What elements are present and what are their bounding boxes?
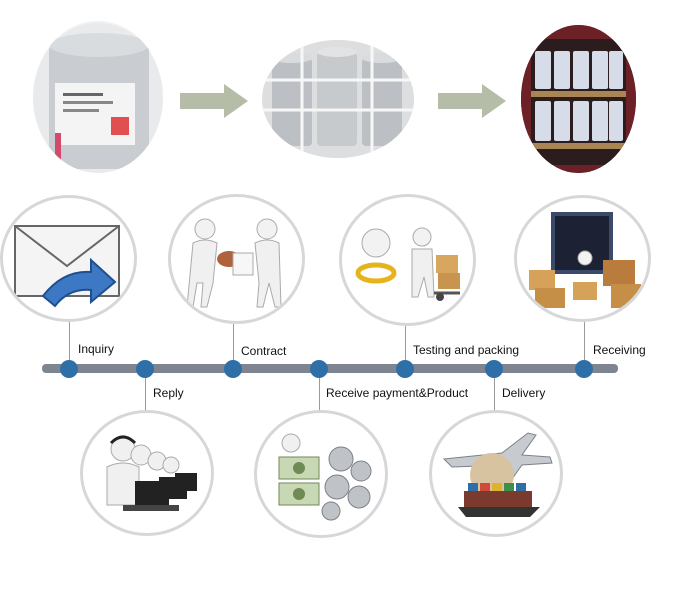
reply-node <box>136 360 154 378</box>
arrow-right-icon <box>438 84 508 118</box>
delivery-node <box>485 360 503 378</box>
inspection-cart-icon <box>355 227 460 301</box>
drum-photo <box>33 21 163 173</box>
payment-label: Receive payment&Product <box>326 386 469 400</box>
delivery-stem <box>494 373 495 411</box>
reply-stem <box>145 373 146 411</box>
testing-stem <box>405 326 406 364</box>
receiving-node <box>575 360 593 378</box>
receiving-label: Receiving <box>593 343 646 357</box>
inquiry-label: Inquiry <box>78 342 115 356</box>
contract-stem <box>233 324 234 364</box>
testing-packing-circle <box>339 194 476 326</box>
contract-circle <box>168 194 305 324</box>
contract-label: Contract <box>241 344 287 358</box>
warehouse-boxes-icon <box>529 212 641 308</box>
handshake-figures-icon <box>186 218 282 308</box>
testing-node <box>396 360 414 378</box>
payment-node <box>310 360 328 378</box>
inquiry-node <box>60 360 78 378</box>
receiving-circle <box>514 195 651 322</box>
delivery-circle <box>429 410 563 537</box>
payment-stem <box>319 373 320 411</box>
money-gears-icon <box>278 433 372 521</box>
payment-product-circle <box>254 410 388 538</box>
testing-label: Testing and packing <box>413 343 520 357</box>
contract-node <box>224 360 242 378</box>
inquiry-circle <box>0 195 137 322</box>
receiving-stem <box>584 322 585 364</box>
container-photo <box>521 25 636 173</box>
delivery-label: Delivery <box>502 386 546 400</box>
call-center-icon <box>106 435 197 511</box>
reply-circle <box>80 410 214 536</box>
shipping-plane-ship-icon <box>442 432 553 517</box>
mail-reply-icon <box>14 225 120 308</box>
timeline-bar <box>42 364 618 373</box>
inquiry-stem <box>69 322 70 364</box>
packed-drums-photo <box>262 40 414 158</box>
arrow-right-icon <box>180 84 250 118</box>
reply-label: Reply <box>153 386 184 400</box>
